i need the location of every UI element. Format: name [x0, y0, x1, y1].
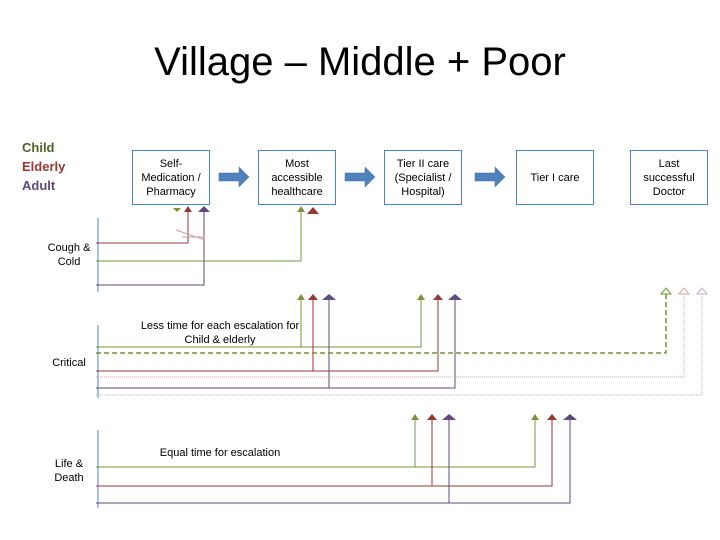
- cough-cold-arrowheads: [173, 206, 319, 214]
- flow-arrow-3: [474, 166, 506, 188]
- note-critical: Less time for each escalation for Child …: [140, 320, 300, 346]
- critical-arrowheads: [297, 287, 709, 300]
- critical-lines: [96, 293, 703, 398]
- row-label-life-death: Life & Death: [54, 458, 84, 484]
- row-label-critical: Critical: [52, 357, 86, 369]
- cough-cold-lines: [96, 210, 302, 292]
- legend: Child Elderly Adult: [22, 138, 65, 195]
- note-life-death: Equal time for escalation: [159, 447, 281, 459]
- box-most-accessible: Most accessible healthcare: [258, 150, 336, 205]
- life-death-arrowheads: [411, 414, 577, 420]
- flow-arrow-2: [344, 166, 376, 188]
- box-tier-i: Tier I care: [516, 150, 594, 205]
- box-tier-ii: Tier II care (Specialist / Hospital): [384, 150, 462, 205]
- box-self-medication: Self- Medication / Pharmacy: [132, 150, 210, 205]
- page-title: Village – Middle + Poor: [154, 40, 566, 84]
- box-last-doctor: Last successful Doctor: [630, 150, 708, 205]
- legend-elderly: Elderly: [22, 159, 66, 174]
- legend-adult: Adult: [22, 178, 56, 193]
- legend-child: Child: [22, 140, 55, 155]
- life-death-lines: [96, 420, 571, 508]
- flow-arrow-1: [218, 166, 250, 188]
- row-label-cough-cold: Cough & Cold: [47, 242, 91, 268]
